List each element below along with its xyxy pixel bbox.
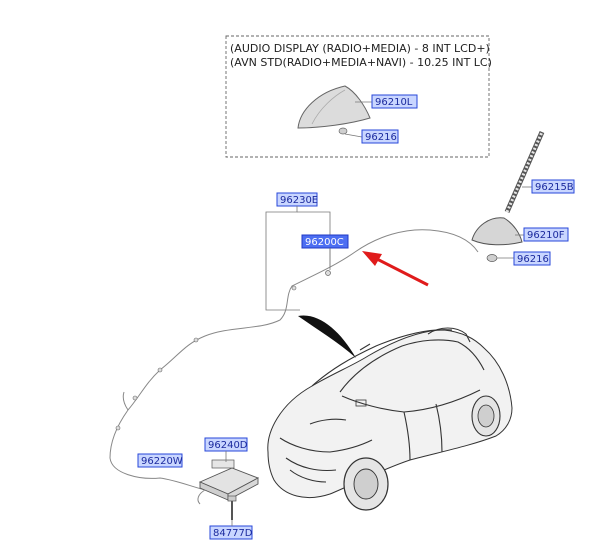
callout-96220W[interactable]: 96220W [137, 453, 183, 468]
svg-text:96216: 96216 [517, 254, 549, 265]
svg-text:84777D: 84777D [213, 528, 253, 539]
shark-fin-antenna-top [297, 85, 371, 135]
antenna-cable [109, 229, 479, 491]
callout-96216-right[interactable]: 96216 [513, 251, 551, 266]
pointer-wedge [298, 315, 356, 358]
callout-96210F[interactable]: 96210F [523, 227, 569, 242]
callout-96230E[interactable]: 96230E [276, 192, 318, 207]
car-illustration [267, 327, 513, 511]
antenna-base-right [471, 217, 523, 262]
option-box [225, 35, 490, 158]
svg-text:96230E: 96230E [280, 195, 318, 206]
svg-text:96200C: 96200C [305, 237, 344, 248]
callout-96200C[interactable]: 96200C [301, 234, 349, 249]
callout-96215B[interactable]: 96215B [531, 179, 575, 194]
callout-96210L[interactable]: 96210L [371, 94, 418, 109]
option-note-line1: (AUDIO DISPLAY (RADIO+MEDIA) - 8 INT LCD… [230, 42, 490, 55]
red-arrow-icon [362, 251, 429, 287]
callout-96240D[interactable]: 96240D [204, 437, 248, 452]
svg-text:96220W: 96220W [141, 456, 183, 467]
svg-text:96215B: 96215B [535, 182, 574, 193]
bolt-icon [227, 495, 237, 520]
mast-antenna [504, 130, 545, 214]
svg-text:96240D: 96240D [208, 440, 248, 451]
svg-text:96210L: 96210L [375, 97, 413, 108]
option-note-line2: (AVN STD(RADIO+MEDIA+NAVI) - 10.25 INT L… [230, 56, 492, 69]
callout-96216-top[interactable]: 96216 [361, 129, 399, 144]
svg-text:96210F: 96210F [527, 230, 565, 241]
svg-text:96216: 96216 [365, 132, 397, 143]
antenna-module [197, 459, 260, 505]
callout-84777D[interactable]: 84777D [209, 525, 253, 540]
